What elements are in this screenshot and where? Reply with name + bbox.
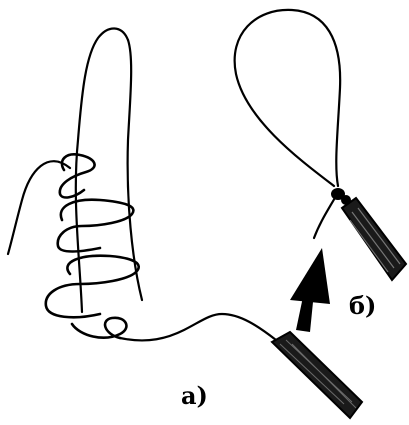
knot-stage-b: [235, 10, 406, 280]
loop-tail: [314, 196, 336, 238]
wrap-3: [46, 256, 139, 318]
finished-loop: [235, 10, 341, 186]
main-line-a: [120, 314, 276, 340]
lure-body-a: [272, 332, 362, 418]
transition-arrow: [290, 248, 330, 332]
loop-left-strand: [76, 28, 128, 312]
lure-body-b: [342, 198, 406, 280]
wrap-2: [58, 200, 134, 252]
arrow-head: [290, 248, 330, 304]
label-stage-b: б): [349, 294, 376, 318]
knot-bead: [331, 188, 351, 205]
tag-end: [8, 161, 70, 254]
wrap-4: [72, 318, 126, 338]
label-stage-a: а): [181, 384, 208, 408]
knot-stage-a: [8, 28, 362, 418]
